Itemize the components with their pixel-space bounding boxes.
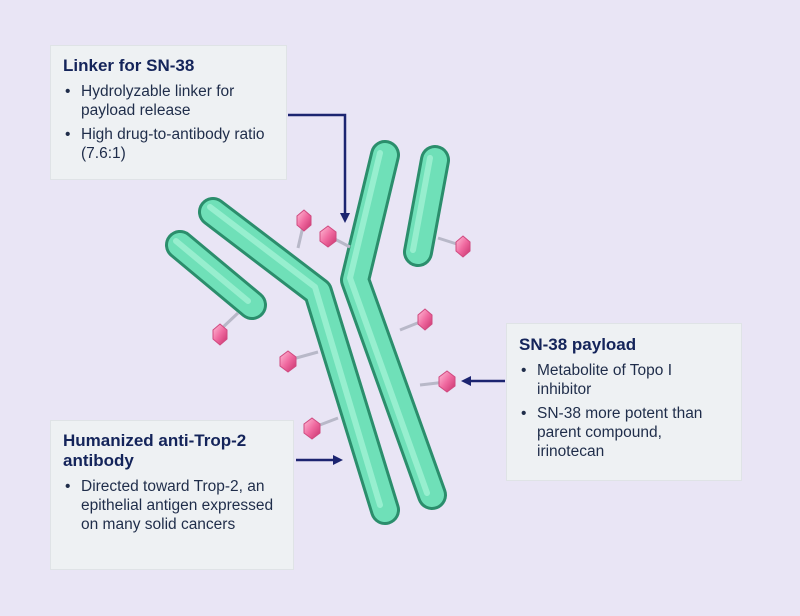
payload-callout: SN-38 payload Metabolite of Topo I inhib…: [506, 323, 742, 481]
payload-molecule: [279, 350, 297, 373]
payload-molecule: [455, 235, 471, 258]
payload-molecule: [303, 417, 321, 440]
payload-callout-title: SN-38 payload: [519, 335, 637, 354]
list-item: Hydrolyzable linker for payload release: [63, 82, 274, 120]
payload-molecules: [212, 209, 471, 440]
antibody-heavy-chain-right: [340, 140, 447, 510]
antibody-heavy-chain-left: [198, 197, 400, 525]
payload-molecule: [417, 308, 433, 331]
list-item: SN-38 more potent than parent compound, …: [519, 404, 729, 461]
linker-callout-title: Linker for SN-38: [63, 56, 195, 75]
antibody-callout-title: Humanized anti-Trop-2 antibody: [63, 431, 247, 470]
antibody-light-chain-right: [403, 145, 450, 267]
antibody-callout-list: Directed toward Trop-2, an epithelial an…: [63, 477, 281, 534]
list-item: High drug-to-antibody ratio (7.6:1): [63, 125, 274, 163]
list-item: Metabolite of Topo I inhibitor: [519, 361, 729, 399]
payload-molecule: [438, 370, 456, 393]
payload-callout-list: Metabolite of Topo I inhibitor SN-38 mor…: [519, 361, 729, 461]
pointer-arrows: [288, 113, 505, 465]
linker-callout-list: Hydrolyzable linker for payload release …: [63, 82, 274, 163]
payload-molecule: [296, 209, 312, 232]
payload-molecule: [212, 323, 228, 346]
list-item: Directed toward Trop-2, an epithelial an…: [63, 477, 281, 534]
linker-arrow: [288, 113, 350, 223]
linker-callout: Linker for SN-38 Hydrolyzable linker for…: [50, 45, 287, 180]
antibody-light-chain-left: [165, 230, 267, 320]
antibody-callout: Humanized anti-Trop-2 antibody Directed …: [50, 420, 294, 570]
payload-molecule: [319, 225, 337, 248]
